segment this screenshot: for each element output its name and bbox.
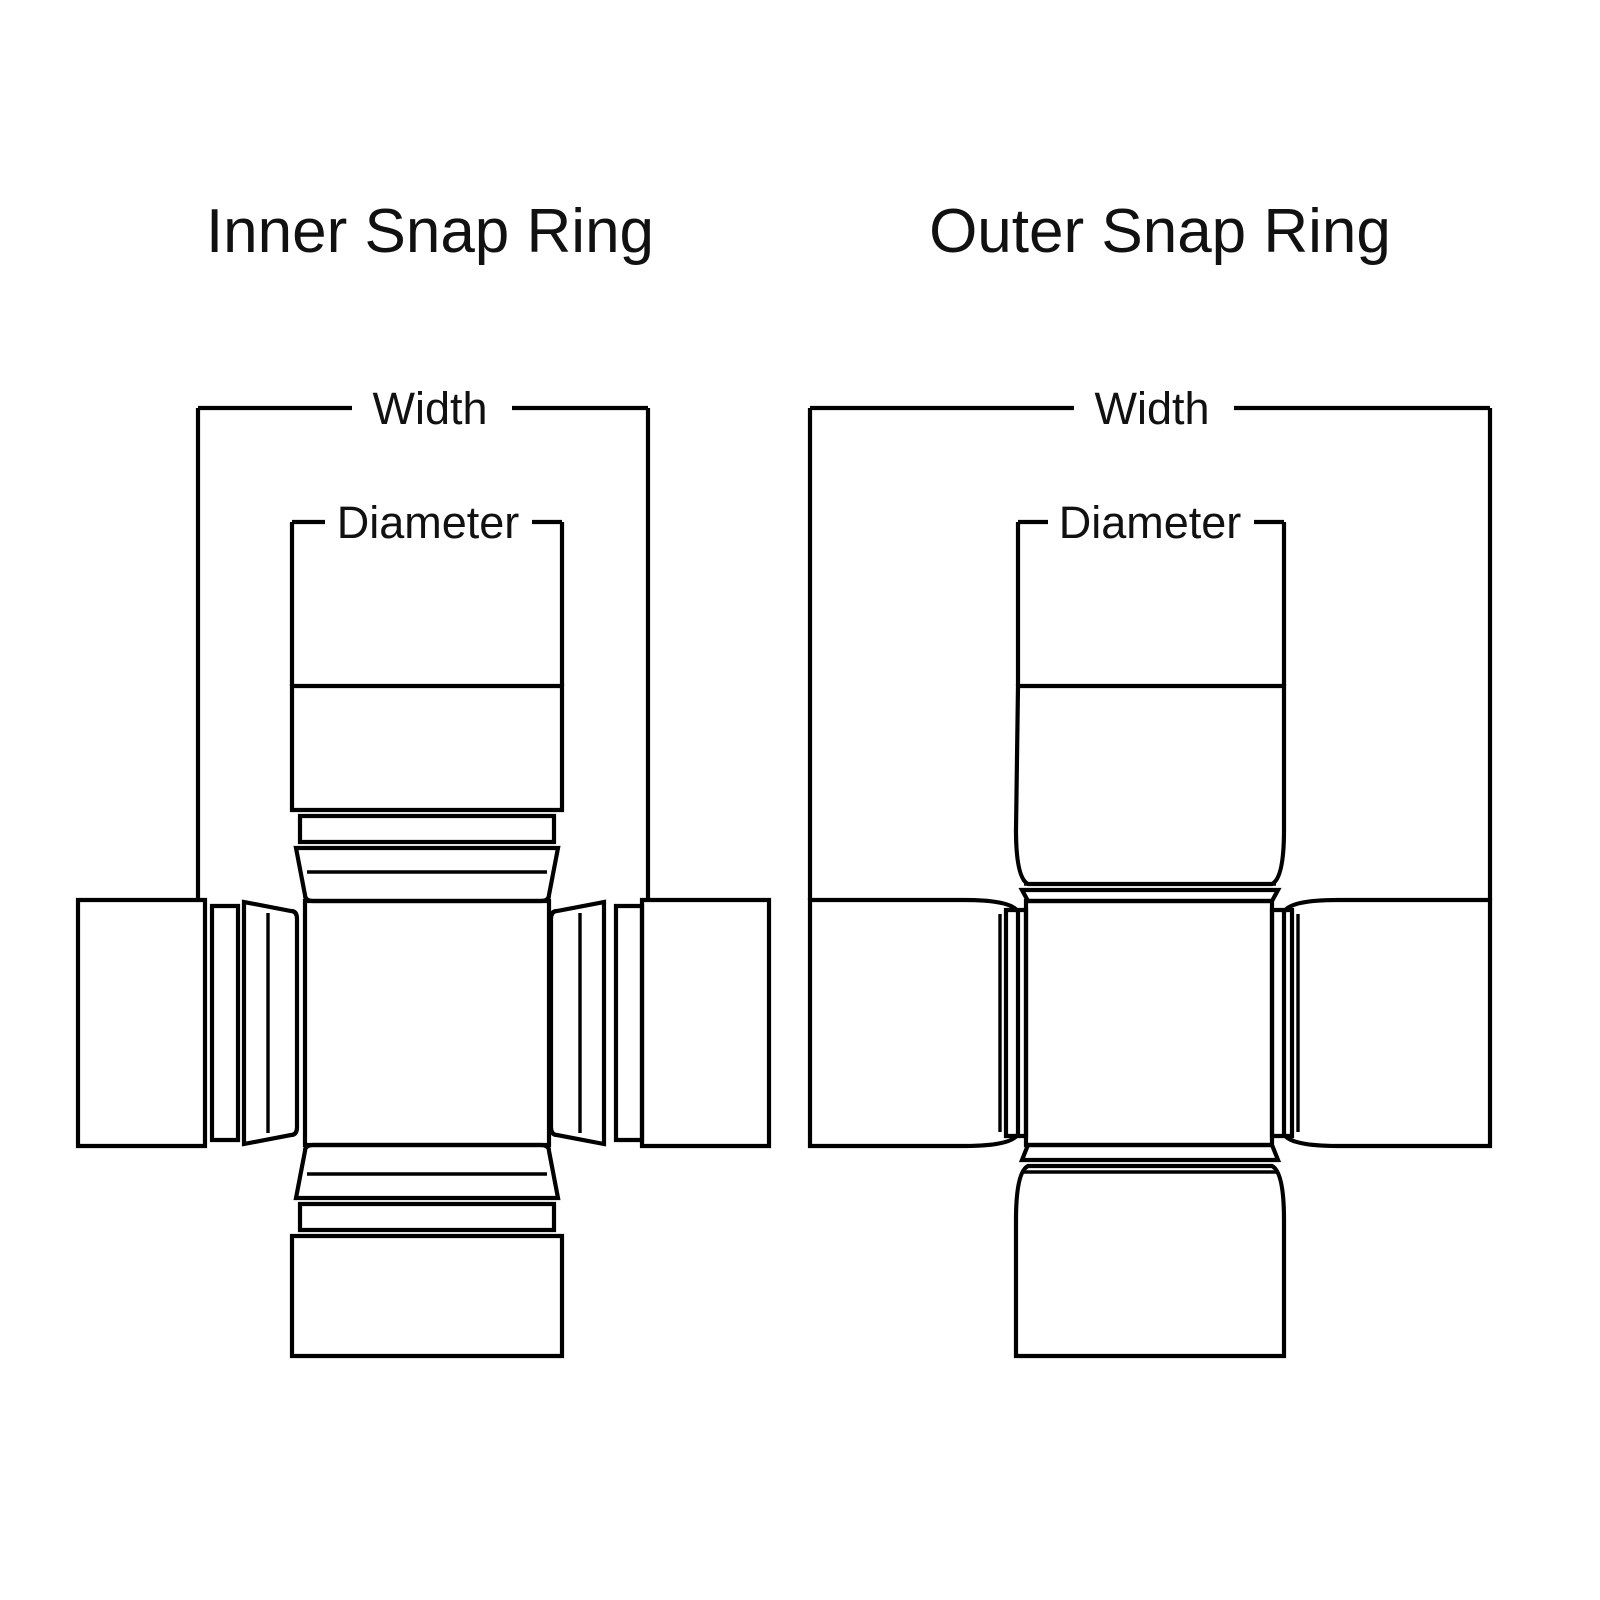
left-bearing-cap-inner [75,897,300,1149]
diameter-label-inner: Diameter [337,497,520,548]
bottom-bearing-cap-outer [1013,1142,1287,1359]
right-bearing-cap-inner [548,897,772,1149]
right-cap-body-outer [1281,897,1493,1149]
left-cap-body-inner [75,897,208,1149]
bottom-cap-flare-inner [293,1142,561,1201]
panel-outer-snap-ring: Outer Snap Ring Width Diameter [807,197,1493,1359]
panel-title-outer: Outer Snap Ring [929,197,1391,266]
top-cap-body-outer [1013,683,1287,887]
bottom-bearing-cap-inner [289,1142,565,1359]
panel-title-inner: Inner Snap Ring [206,197,654,266]
diameter-dimension-inner: Diameter [289,497,565,686]
bottom-cap-body-inner [289,1233,565,1359]
right-cap-flare-inner [548,899,607,1147]
left-cap-body-outer [807,897,1021,1149]
left-bearing-cap-outer [807,897,1029,1149]
width-label-outer: Width [1094,383,1209,434]
bottom-cap-body-outer [1013,1163,1287,1359]
cross-center-body-inner [302,898,552,1148]
width-dimension-outer: Width [807,383,1493,900]
top-cap-flare-inner [293,845,561,904]
diameter-dimension-outer: Diameter [1015,497,1287,686]
width-label-inner: Width [372,383,487,434]
top-snap-ring-band-inner [297,813,557,845]
panel-inner-snap-ring: Inner Snap Ring Width Diameter [75,197,772,1359]
top-bearing-cap-outer [1013,683,1287,904]
left-snap-ring-band-inner [209,903,241,1143]
top-bearing-cap-inner [289,683,565,904]
right-cap-body-inner [639,897,772,1149]
bottom-snap-ring-band-inner [297,1201,557,1233]
width-dimension-inner: Width [195,383,651,900]
left-cap-flare-inner [241,899,300,1147]
top-cap-body-inner [289,683,565,813]
bottom-cap-lip-outer [1018,1142,1282,1163]
cross-center-body-outer [1023,898,1275,1148]
diameter-label-outer: Diameter [1059,497,1242,548]
right-snap-ring-band-inner [613,903,645,1143]
right-bearing-cap-outer [1269,897,1493,1149]
